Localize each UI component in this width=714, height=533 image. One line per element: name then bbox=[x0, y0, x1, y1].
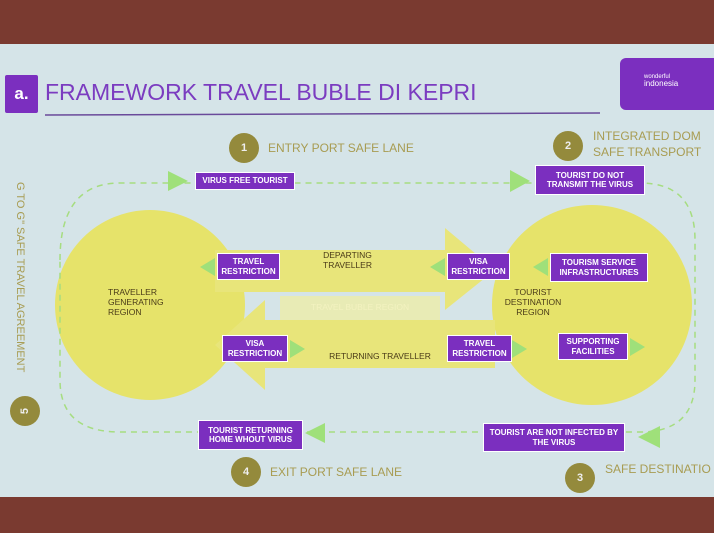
supporting-facilities-box: SUPPORTING FACILITIES bbox=[558, 333, 628, 360]
travel-restriction-out-box: TRAVEL RESTRICTION bbox=[217, 253, 280, 280]
tourist-destination-region-label: TOURIST DESTINATION REGION bbox=[504, 287, 562, 317]
travel-bubble-region-label: TRAVEL BUBLE REGION bbox=[310, 302, 410, 312]
step-1-label: ENTRY PORT SAFE LANE bbox=[268, 141, 414, 155]
arrow-right-icon bbox=[510, 170, 530, 192]
safe-lane-loop bbox=[59, 182, 696, 433]
step-5-label: G TO G" SAFE TRAVEL AGREEMENT bbox=[14, 181, 27, 373]
traveller-generating-region-label: TRAVELLER GENERATING REGION bbox=[108, 287, 164, 317]
page-title: FRAMEWORK TRAVEL BUBLE DI KEPRI bbox=[45, 79, 477, 105]
departing-traveller-label: DEPARTING TRAVELLER bbox=[323, 250, 372, 270]
step-5-circle: 5 bbox=[10, 396, 40, 426]
step-2-label-line1: INTEGRATED DOM bbox=[593, 129, 701, 143]
step-2-label-line2: SAFE TRANSPORT bbox=[593, 144, 702, 159]
tourist-not-infected-box: TOURIST ARE NOT INFECTED BY THE VIRUS bbox=[483, 423, 625, 452]
arrow-right-icon bbox=[168, 171, 188, 191]
travel-restriction-in-box: TRAVEL RESTRICTION bbox=[447, 335, 512, 362]
step-2-circle: 2 bbox=[553, 131, 583, 161]
generating-region-circle bbox=[55, 210, 245, 400]
step-1-circle: 1 bbox=[229, 133, 259, 163]
departing-arrow bbox=[215, 228, 495, 310]
tourist-do-not-transmit-box: TOURIST DO NOT TRANSMIT THE VIRUS bbox=[535, 165, 645, 195]
returning-traveller-label: RETURNING TRAVELLER bbox=[329, 351, 431, 361]
title-underline bbox=[44, 112, 601, 116]
step-4-circle: 4 bbox=[231, 457, 261, 487]
visa-restriction-in-box: VISA RESTRICTION bbox=[447, 253, 510, 280]
returning-arrow bbox=[215, 300, 495, 390]
bubble-region-band bbox=[280, 296, 440, 320]
arrow-left-icon bbox=[638, 426, 660, 448]
section-badge: a. bbox=[5, 75, 38, 113]
visa-restriction-out-box: VISA RESTRICTION bbox=[222, 335, 288, 362]
arrow-left-icon bbox=[305, 423, 325, 443]
step-4-label: EXIT PORT SAFE LANE bbox=[270, 465, 403, 479]
tourism-service-box: TOURISM SERVICE INFRASTRUCTURES bbox=[550, 253, 648, 282]
virus-free-tourist-box: VIRUS FREE TOURIST bbox=[195, 172, 295, 190]
tourist-returning-home-box: TOURIST RETURNING HOME WHOUT VIRUS bbox=[198, 420, 303, 450]
step-3-circle: 3 bbox=[565, 463, 595, 493]
step-3-label: SAFE DESTINATIO bbox=[605, 462, 711, 476]
